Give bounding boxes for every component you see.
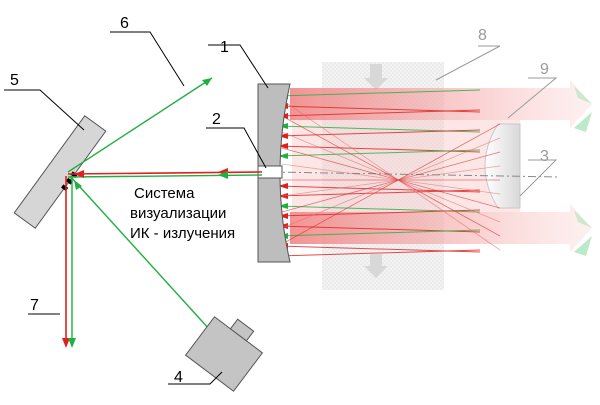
main-beam-red xyxy=(67,171,263,175)
lens-element xyxy=(484,123,521,209)
ray-arrowhead xyxy=(278,153,288,159)
label-1: 1 xyxy=(220,39,229,56)
cross-ray xyxy=(281,123,501,245)
label-7: 7 xyxy=(30,297,39,314)
label-4: 4 xyxy=(174,369,183,386)
label-9: 9 xyxy=(540,61,549,78)
pump-arrow-bottom xyxy=(364,254,388,278)
caption-line-3: ИК - излучения xyxy=(130,225,235,242)
cross-ray xyxy=(281,151,501,213)
resonator-ray xyxy=(277,89,481,97)
ir-source-device xyxy=(184,316,264,392)
resonator-ray xyxy=(277,149,481,157)
resonator-ray xyxy=(277,209,481,217)
cross-ray xyxy=(281,115,501,237)
label-2: 2 xyxy=(212,111,221,128)
cross-ray xyxy=(281,147,501,209)
label-3: 3 xyxy=(540,148,549,165)
cross-ray xyxy=(281,137,501,229)
resonator-ray xyxy=(277,109,481,117)
cross-ray xyxy=(281,131,501,223)
beam-4 xyxy=(69,175,211,331)
optical-axis xyxy=(271,171,561,178)
resonator-ray xyxy=(277,229,481,237)
caption-line-1: Система xyxy=(134,185,195,202)
output-beam-lower xyxy=(290,204,592,252)
label-5: 5 xyxy=(10,72,19,89)
pump-arrow-top xyxy=(364,64,388,90)
ray-arrowhead xyxy=(278,133,288,139)
beam-6 xyxy=(67,77,213,173)
label-8: 8 xyxy=(478,27,487,44)
ray-arrowhead xyxy=(278,213,288,219)
cross-ray xyxy=(281,165,501,197)
ray-arrowhead xyxy=(278,183,288,189)
tilted-plate xyxy=(13,115,107,229)
main-beam-green xyxy=(67,174,263,178)
caption-line-2: визуализации xyxy=(130,205,226,222)
ray-arrowhead xyxy=(278,203,288,209)
cross-ray xyxy=(281,99,501,251)
resonator-ray xyxy=(277,249,481,257)
leader-lines xyxy=(4,31,269,385)
resonator-ray xyxy=(277,189,481,197)
label-6: 6 xyxy=(120,15,129,32)
cross-ray xyxy=(281,163,501,195)
ray-arrowhead xyxy=(278,143,288,149)
output-beam-upper xyxy=(290,80,592,128)
resonator-ray xyxy=(277,129,481,137)
